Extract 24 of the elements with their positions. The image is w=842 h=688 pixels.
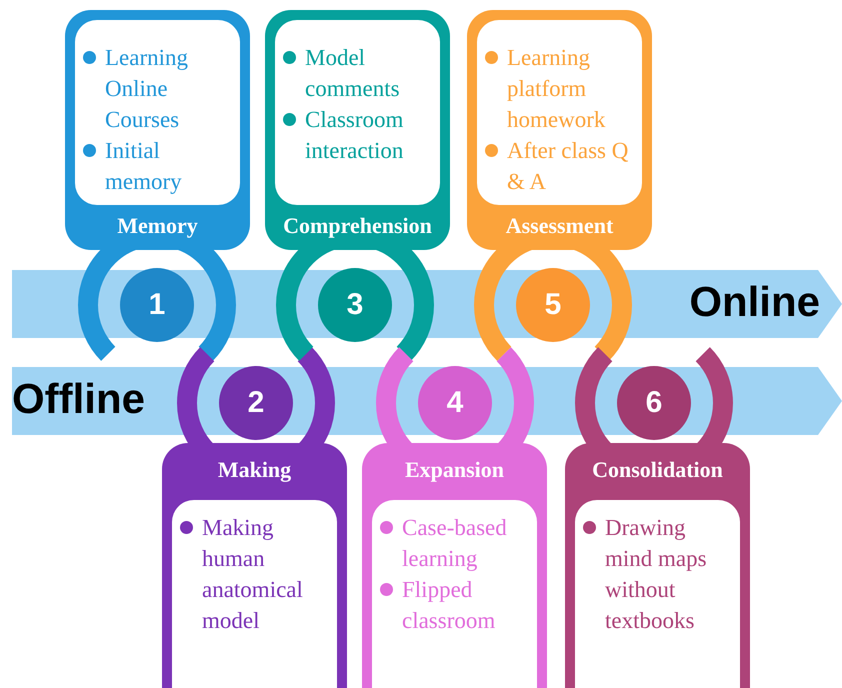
step-card xyxy=(565,443,750,688)
card-heading: Comprehension xyxy=(282,213,433,239)
bullet-text: Flipped classroom xyxy=(402,577,496,633)
bullet-text: Classroom interaction xyxy=(305,107,404,163)
band-label: Offline xyxy=(12,375,145,423)
band-label: Online xyxy=(689,278,820,326)
card-heading: Making xyxy=(216,457,292,483)
step-card xyxy=(65,10,250,250)
card-heading: Consolidation xyxy=(591,457,724,483)
bullet-text: Learning Online Courses xyxy=(105,45,188,132)
card-heading: Assessment xyxy=(504,213,614,239)
card-heading: Memory xyxy=(116,213,199,239)
bullet-text: Case-based learning xyxy=(402,515,507,571)
step-card xyxy=(265,10,450,250)
step-card xyxy=(362,443,547,688)
bullet-text: Learning platform homework xyxy=(507,45,606,132)
step-card xyxy=(162,443,347,688)
card-heading: Expansion xyxy=(404,457,506,483)
bullet-text: Model comments xyxy=(305,45,400,101)
bullet-text: After class Q & A xyxy=(507,138,628,194)
bullet-text: Making human anatomical model xyxy=(202,515,303,633)
step-card xyxy=(467,10,652,250)
bullet-text: Drawing mind maps without textbooks xyxy=(605,515,707,633)
bullet-text: Initial memory xyxy=(105,138,182,194)
